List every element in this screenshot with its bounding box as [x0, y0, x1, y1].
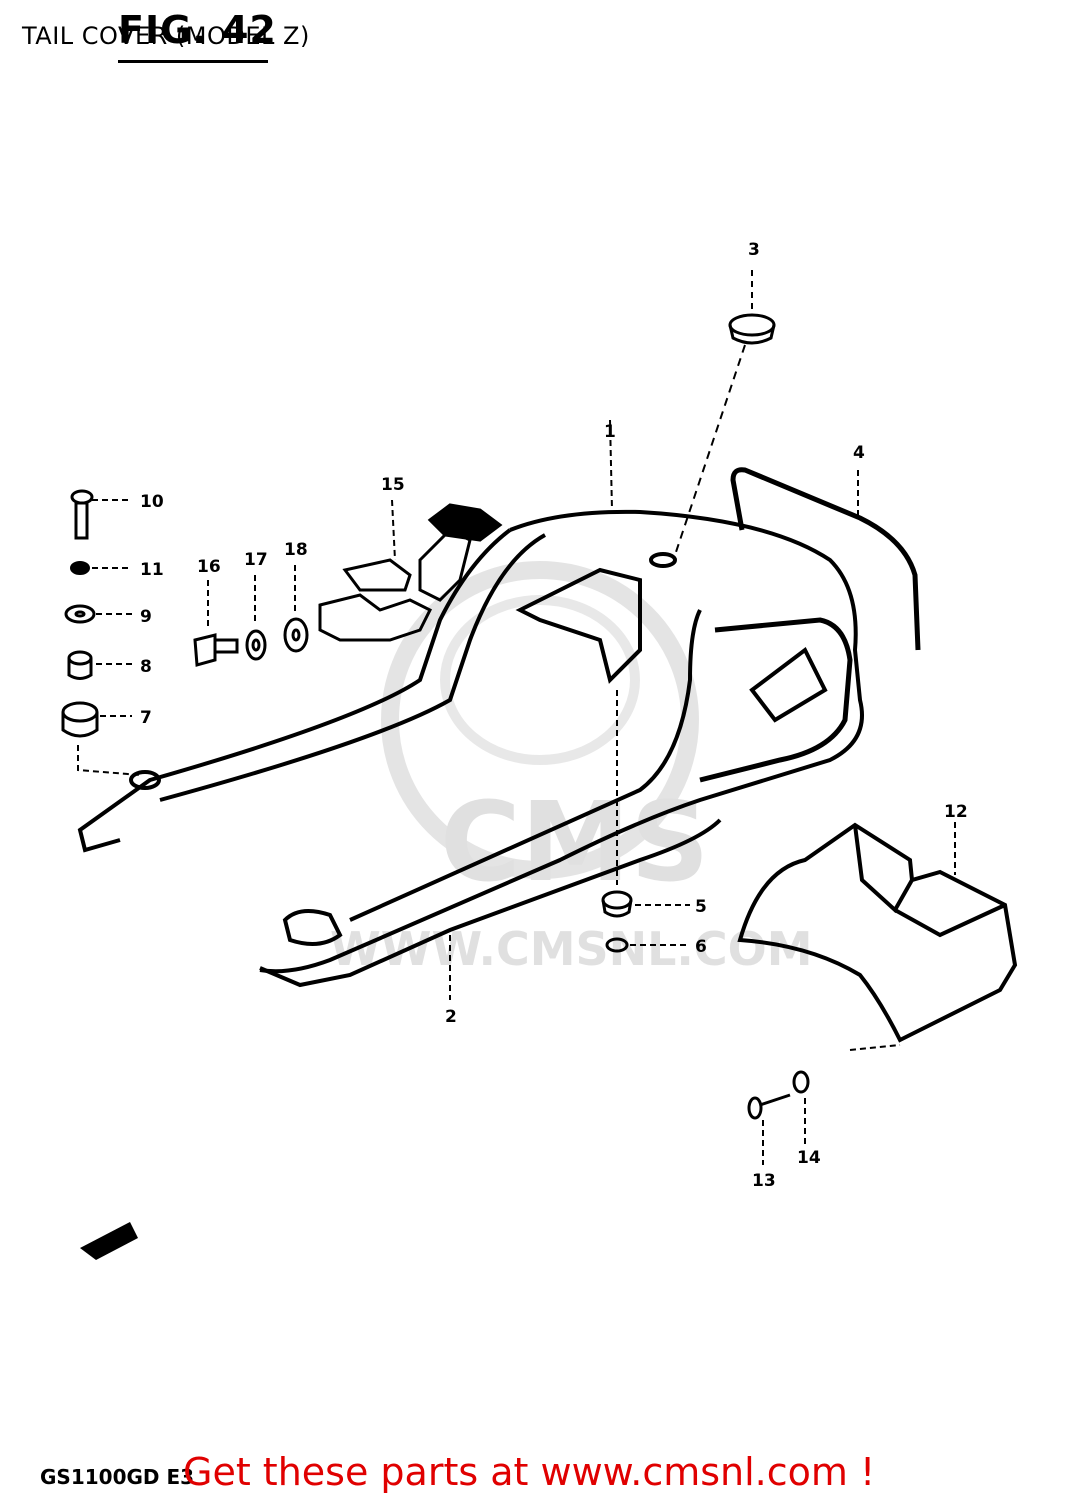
model-code: GS1100GD E3 [40, 1465, 195, 1489]
callout-7: 7 [140, 708, 152, 728]
part-17-lock-washer [245, 575, 267, 661]
callout-5: 5 [695, 897, 707, 917]
part-1-tail-cover [77, 419, 864, 974]
part-6-washer [605, 937, 690, 953]
part-3-grommet [674, 270, 776, 556]
part-13-screw [747, 1093, 791, 1165]
callout-3: 3 [748, 240, 760, 260]
front-arrow-icon [80, 1222, 138, 1260]
part-14-nut [792, 1070, 810, 1145]
part-9-washer [64, 604, 132, 624]
part-5-cushion [601, 690, 690, 918]
callout-16: 16 [197, 557, 221, 577]
part-18-washer [283, 565, 309, 653]
callout-13: 13 [752, 1171, 776, 1191]
callout-15: 15 [381, 475, 405, 495]
promo-link[interactable]: Get these parts at www.cmsnl.com ! [183, 1450, 876, 1494]
part-7-cushion [61, 701, 141, 776]
part-12-inner-cover [737, 822, 1018, 1051]
part-11-nut [70, 561, 132, 575]
page-title: TAIL COVER (MODEL Z) [22, 22, 310, 50]
callout-9: 9 [140, 607, 152, 627]
watermark-logo-text: CMS [440, 778, 709, 906]
figure-heading: FIG. 42 [118, 8, 277, 52]
part-15-seat-lock [318, 499, 503, 642]
callout-11: 11 [140, 560, 164, 580]
callout-17: 17 [244, 550, 268, 570]
callout-18: 18 [284, 540, 308, 560]
part-2-tail-frame [129, 770, 722, 1000]
callout-14: 14 [797, 1148, 821, 1168]
part-8-spacer [67, 650, 132, 680]
callout-2: 2 [445, 1007, 457, 1027]
callout-1: 1 [604, 422, 616, 442]
callout-6: 6 [695, 937, 707, 957]
callout-8: 8 [140, 657, 152, 677]
part-16-bolt [193, 580, 239, 667]
figure-heading-underline [118, 60, 268, 63]
callout-12: 12 [944, 802, 968, 822]
part-4-trim-strip [730, 467, 921, 651]
part-10-bolt [70, 489, 130, 540]
callout-10: 10 [140, 492, 164, 512]
callout-4: 4 [853, 443, 865, 463]
